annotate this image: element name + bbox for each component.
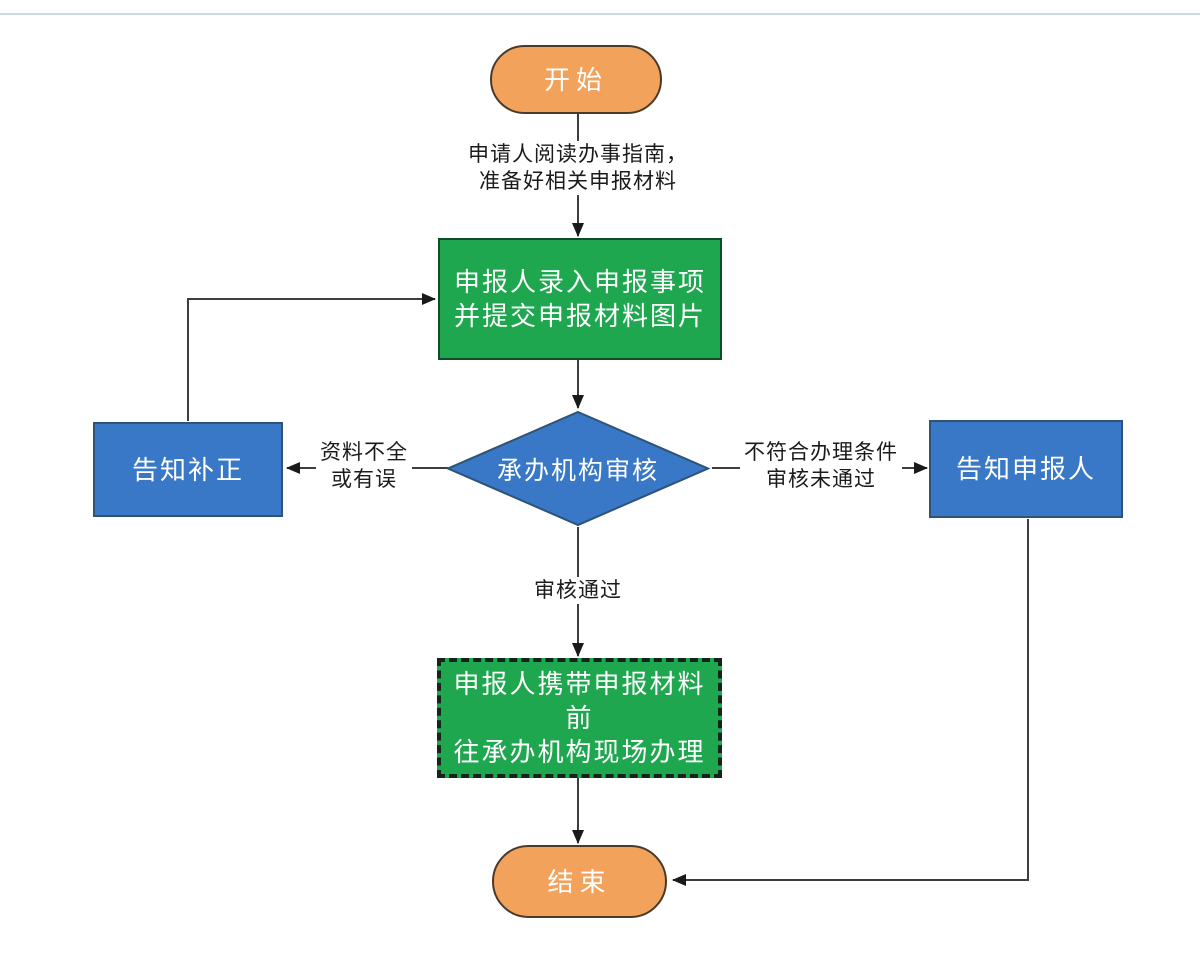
node-review-decision-label: 承办机构审核 [496, 456, 659, 485]
node-notify-applicant: 告知申报人 [929, 420, 1123, 518]
edge-applicant-to-end [672, 519, 1029, 886]
node-notify-correction-label: 告知补正 [131, 454, 244, 485]
node-input-report: 申报人录入申报事项 并提交申报材料图片 [438, 238, 722, 360]
node-notify-applicant-label: 告知申报人 [955, 454, 1096, 484]
edge-label-approved: 审核通过 [530, 577, 626, 604]
diamond-shape [446, 410, 710, 527]
node-review-decision: 承办机构审核 [446, 410, 710, 527]
node-onsite-handling-label: 申报人携带申报材料前 往承办机构现场办理 [453, 669, 706, 767]
node-onsite-handling: 申报人携带申报材料前 往承办机构现场办理 [437, 658, 722, 778]
edge-label-prepare: 申请人阅读办事指南， 准备好相关申报材料 [464, 141, 692, 195]
page-top-divider [0, 13, 1200, 15]
node-notify-correction: 告知补正 [93, 422, 283, 517]
edge-label-rejected: 不符合办理条件 审核未通过 [740, 439, 902, 493]
node-input-report-label: 申报人录入申报事项 并提交申报材料图片 [453, 267, 706, 331]
edge-label-incomplete: 资料不全 或有误 [316, 439, 412, 493]
node-start: 开始 [490, 45, 662, 114]
node-start-label: 开始 [543, 64, 608, 95]
edge-correction-to-input [187, 293, 436, 421]
node-end-label: 结束 [547, 866, 612, 897]
node-end: 结束 [492, 845, 667, 918]
